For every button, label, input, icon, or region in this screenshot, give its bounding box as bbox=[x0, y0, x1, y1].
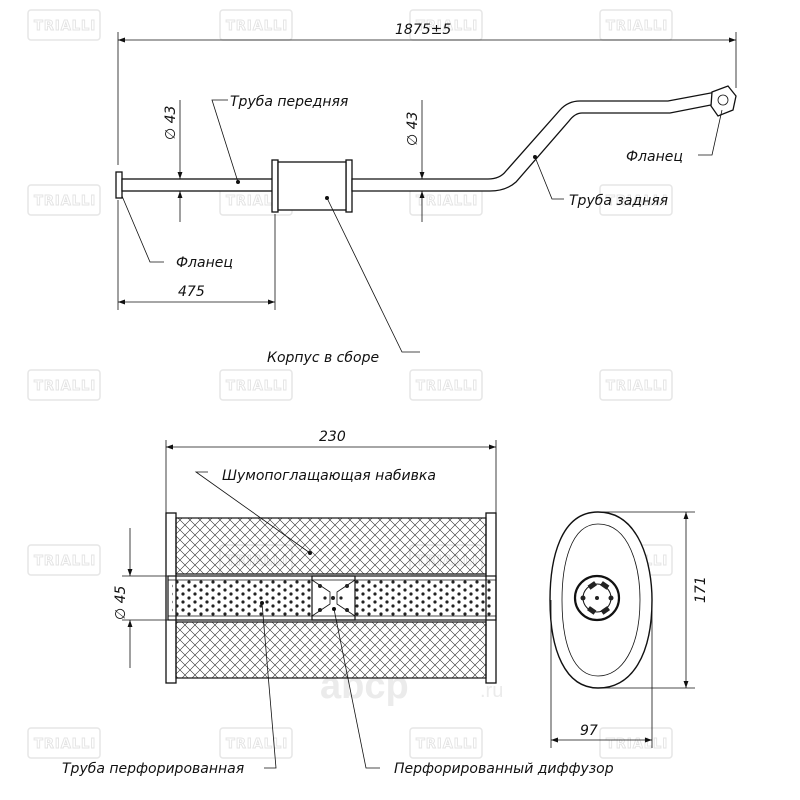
watermark-logo: TRIALLI bbox=[226, 379, 288, 394]
watermark-logo-box bbox=[409, 369, 483, 401]
pipe-diameter-dimension: ∅ 45 bbox=[113, 585, 129, 620]
sound-absorbing-packing-lower bbox=[175, 621, 487, 679]
watermark-logo: TRIALLI bbox=[416, 379, 478, 394]
label-sound-absorbing-packing: Шумопоглащающая набивка bbox=[222, 468, 436, 484]
watermark-logo-box bbox=[219, 727, 293, 759]
watermark-logo: TRIALLI bbox=[226, 737, 288, 752]
front-diameter-dimension: ∅ 43 bbox=[163, 106, 179, 140]
label-perforated-diffuser: Перфорированный диффузор bbox=[394, 761, 614, 777]
watermark-logo-box bbox=[27, 184, 101, 216]
watermark-logo: TRIALLI bbox=[416, 737, 478, 752]
watermark-logo-box bbox=[27, 727, 101, 759]
watermark-logo: TRIALLI bbox=[34, 19, 96, 34]
rear-diameter-dimension: ∅ 43 bbox=[405, 112, 421, 146]
perforated-diffuser bbox=[311, 575, 356, 621]
outlet-pipe-section bbox=[573, 574, 621, 622]
watermark-logo: TRIALLI bbox=[606, 194, 668, 209]
watermark-logo-box bbox=[27, 9, 101, 41]
watermark-logo-box bbox=[27, 544, 101, 576]
svg-text:.ru: .ru bbox=[480, 680, 503, 702]
watermark-logo: TRIALLI bbox=[34, 737, 96, 752]
watermark-logo: TRIALLI bbox=[34, 194, 96, 209]
perforated-pipe-right bbox=[355, 580, 492, 616]
watermark-logo: TRIALLI bbox=[416, 194, 478, 209]
label-rear-pipe: Труба задняя bbox=[569, 193, 668, 209]
perforated-pipe-left bbox=[172, 580, 312, 616]
watermark-logo-box bbox=[219, 369, 293, 401]
sound-absorbing-packing-upper bbox=[175, 517, 487, 575]
rear-flange bbox=[710, 85, 737, 117]
overall-length-dimension: 1875±5 bbox=[395, 22, 451, 38]
label-rear-flange: Фланец bbox=[626, 149, 683, 165]
front-length-dimension: 475 bbox=[178, 284, 205, 300]
muffler-length-dimension: 230 bbox=[319, 429, 346, 445]
watermark-logo: TRIALLI bbox=[606, 19, 668, 34]
section-height-dimension: 171 bbox=[693, 576, 709, 603]
front-pipe bbox=[121, 178, 275, 192]
watermark-logo: TRIALLI bbox=[34, 379, 96, 394]
watermark-logo-box bbox=[409, 727, 483, 759]
watermark-logo: TRIALLI bbox=[416, 19, 478, 34]
label-front-flange: Фланец bbox=[176, 255, 233, 271]
watermark-logo: TRIALLI bbox=[226, 19, 288, 34]
watermark-logo: TRIALLI bbox=[606, 379, 668, 394]
section-width-dimension: 97 bbox=[580, 723, 598, 739]
watermark-logo-box bbox=[599, 727, 673, 759]
assembly-view: 1875±5 ∅ 43 ∅ 43 475 Труба передняя Флан… bbox=[115, 22, 737, 366]
muffler-body bbox=[277, 161, 347, 211]
watermark-logo: TRIALLI bbox=[606, 737, 668, 752]
watermark-logo: TRIALLI bbox=[34, 554, 96, 569]
label-perforated-pipe: Труба перфорированная bbox=[62, 761, 244, 777]
label-muffler-body: Корпус в сборе bbox=[267, 350, 379, 366]
watermark-logo-box bbox=[599, 184, 673, 216]
watermark-logo-box bbox=[27, 369, 101, 401]
cross-section-view: 171 97 bbox=[549, 511, 709, 748]
muffler-section-view: 230 ∅ 45 Шум bbox=[62, 429, 614, 777]
front-flange bbox=[115, 171, 123, 199]
label-front-pipe: Труба передняя bbox=[230, 94, 348, 110]
watermark-logo-box bbox=[599, 369, 673, 401]
